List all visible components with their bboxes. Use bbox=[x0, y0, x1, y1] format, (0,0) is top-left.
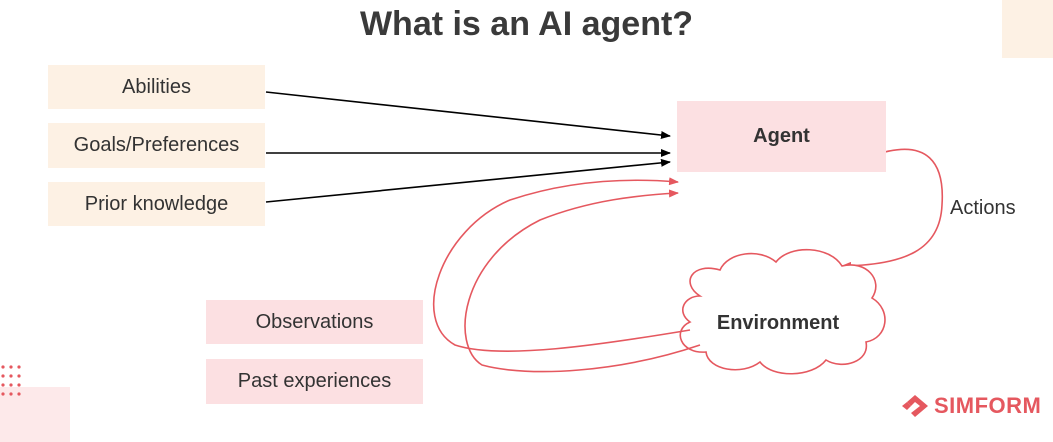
past-experiences-box: Past experiences bbox=[206, 359, 423, 404]
prior-knowledge-label: Prior knowledge bbox=[84, 192, 229, 215]
simform-mark-icon bbox=[902, 395, 928, 417]
prior-knowledge-arrow bbox=[265, 158, 671, 203]
simform-logo: SIMFORM bbox=[902, 393, 1041, 419]
goals-preferences-label: Goals/Preferences bbox=[73, 134, 240, 156]
abilities-label: Abilities bbox=[122, 75, 191, 98]
observations-box: Observations bbox=[206, 300, 423, 344]
page-title: What is an AI agent? bbox=[359, 5, 694, 43]
decorative-corner-block bbox=[0, 387, 70, 442]
environment-cloud bbox=[679, 248, 886, 375]
past-experiences-loop-arrow bbox=[464, 189, 701, 373]
prior-knowledge-box: Prior knowledge bbox=[48, 182, 265, 226]
decorative-corner-block bbox=[1002, 0, 1053, 58]
abilities-arrow bbox=[265, 91, 671, 140]
abilities-box: Abilities bbox=[48, 65, 265, 109]
actions-label: Actions bbox=[950, 197, 1016, 219]
past-experiences-label: Past experiences bbox=[237, 370, 392, 392]
decorative-dots bbox=[1, 365, 21, 396]
brand-name: SIMFORM bbox=[934, 393, 1042, 418]
agent-label: Agent bbox=[753, 125, 810, 147]
actions-arrow bbox=[841, 148, 944, 270]
observations-loop-arrow bbox=[432, 177, 691, 352]
environment-label: Environment bbox=[716, 312, 840, 334]
goals-preferences-box: Goals/Preferences bbox=[48, 123, 265, 168]
observations-label: Observations bbox=[255, 310, 374, 333]
agent-box: Agent bbox=[677, 101, 886, 172]
